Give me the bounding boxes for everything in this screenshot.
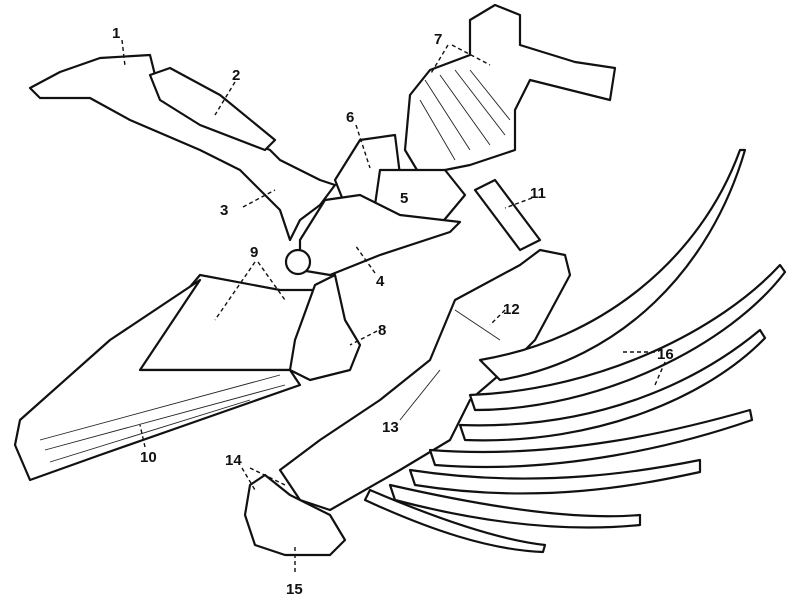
label-2: 2 <box>232 67 240 84</box>
ribs-16 <box>363 148 787 554</box>
bone-4 <box>298 193 462 277</box>
label-1: 1 <box>112 25 120 42</box>
label-6: 6 <box>346 109 354 126</box>
label-5: 5 <box>400 190 408 207</box>
bone-11 <box>473 178 542 252</box>
label-7: 7 <box>434 31 442 48</box>
label-9: 9 <box>250 244 258 261</box>
joint-knob <box>284 248 312 276</box>
hatching <box>419 69 511 161</box>
label-14: 14 <box>225 452 242 469</box>
label-12: 12 <box>503 301 520 318</box>
label-13: 13 <box>382 419 399 436</box>
hatching <box>39 374 286 463</box>
bone-1-3 <box>28 53 337 242</box>
bone-2 <box>148 66 277 152</box>
label-11: 11 <box>530 185 546 202</box>
bone-12-13 <box>278 248 572 512</box>
leader-lines <box>121 39 666 572</box>
bone-8 <box>288 273 362 382</box>
label-3: 3 <box>220 202 228 219</box>
label-8: 8 <box>378 322 386 339</box>
bone-14-15 <box>243 473 347 557</box>
bone-7 <box>403 3 617 177</box>
label-16: 16 <box>657 346 674 363</box>
hatching <box>399 309 501 421</box>
label-15: 15 <box>286 581 303 598</box>
label-4: 4 <box>376 273 385 290</box>
label-10: 10 <box>140 449 157 466</box>
